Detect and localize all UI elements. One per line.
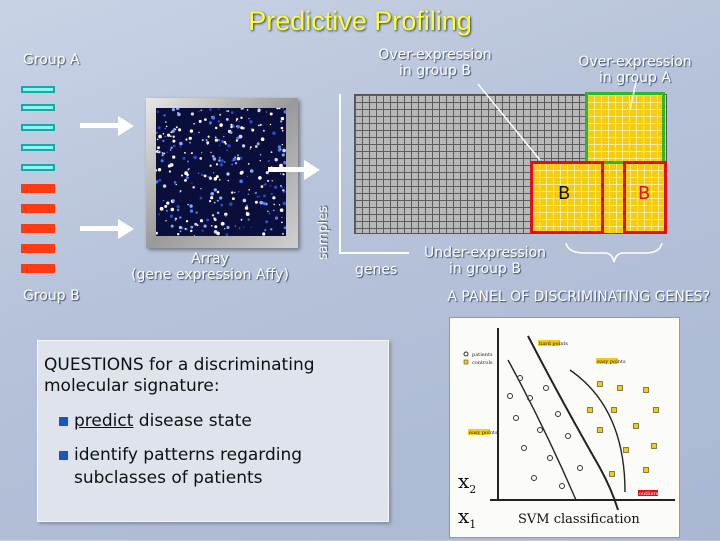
svm-patient-point [532,476,537,481]
legend-controls-marker [464,360,468,364]
panel-question: A PANEL OF DISCRIMINATING GENES? [390,289,710,305]
questions-box: QUESTIONS for a discriminating molecular… [37,340,389,522]
bullet-icon [59,451,68,460]
question-item-continuation: subclasses of patients [74,468,263,489]
svm-patient-point [508,394,513,399]
legend-patients-marker [464,352,468,356]
svm-control-point [598,428,603,433]
questions-heading: QUESTIONS for a discriminating molecular… [44,355,315,397]
svm-figure: hard points easy points easy points outl… [449,317,680,538]
svm-x1-label: x1 [458,504,476,531]
question-item-predict: predict disease state [59,411,252,432]
svm-patient-point [566,434,571,439]
svm-control-point [588,408,593,413]
svm-patient-point [538,428,543,433]
svg-text:patients: patients [472,352,493,358]
svm-control-point [618,386,623,391]
svm-control-point [610,472,615,477]
svm-control-point [624,448,629,453]
svm-title: SVM classification [518,512,640,527]
svm-control-point [652,444,657,449]
svm-control-point [654,408,659,413]
svm-plot: hard points easy points easy points outl… [450,318,679,537]
svm-patient-point [560,484,565,489]
svg-text:hard points: hard points [539,341,568,347]
svm-patient-point [544,386,549,391]
svm-control-point [598,382,603,387]
question-item-identify: identify patterns regarding [59,445,302,466]
svm-control-point [644,468,649,473]
svm-patient-point [514,416,519,421]
svm-control-point [612,408,617,413]
svm-patient-point [548,456,553,461]
svm-patient-point [522,446,527,451]
bullet-icon [59,417,68,426]
svm-patient-point [578,466,583,471]
svm-x2-label: x2 [458,469,476,496]
svm-patient-point [556,412,561,417]
svm-control-point [644,388,649,393]
svm-control-point [634,424,639,429]
svg-text:outliers: outliers [639,491,659,497]
svg-text:easy points: easy points [469,430,498,436]
svg-text:controls: controls [472,360,493,366]
svg-text:easy points: easy points [597,359,626,365]
